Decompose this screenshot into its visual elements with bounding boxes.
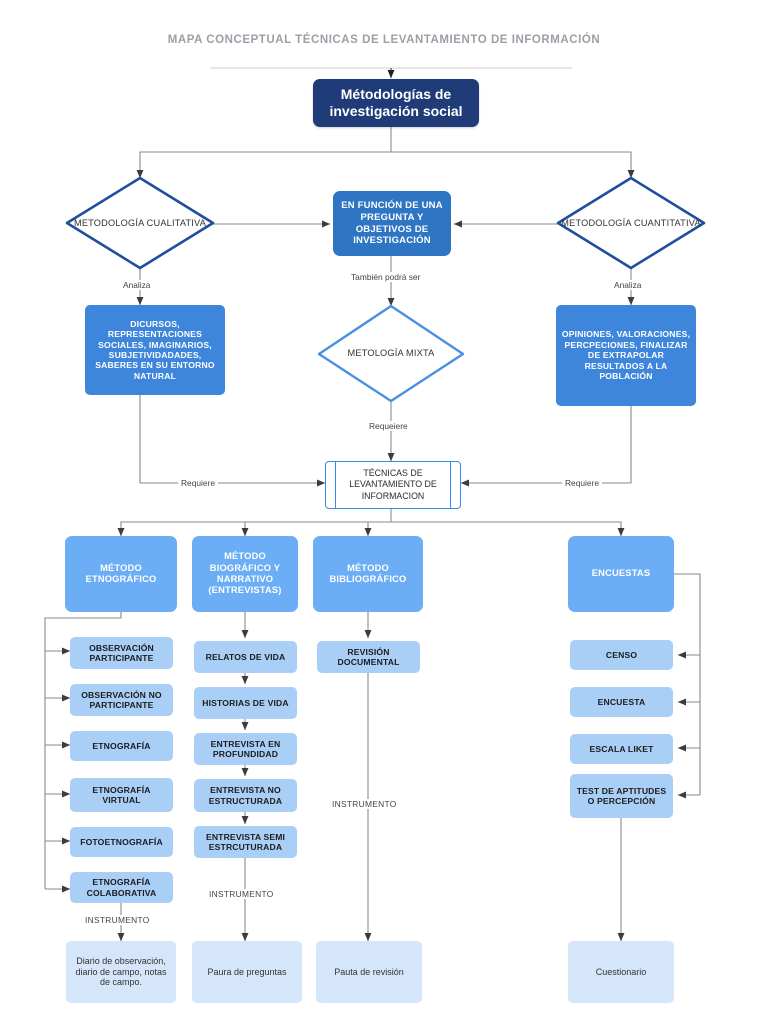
node-tecnicas-levantamiento[interactable]: TÉCNICAS DE LEVANTAMIENTO DE INFORMACION xyxy=(325,461,461,509)
edge-label-requiere-right: Requiere xyxy=(562,478,602,488)
node-metodo-bibliografico[interactable]: MÉTODO BIBLIOGRÁFICO xyxy=(313,536,423,612)
node-metodo-etnografico-label: MÉTODO ETNOGRÁFICO xyxy=(85,562,157,584)
node-analiza-cualitativa-label: DICURSOS, REPRESENTACIONES SOCIALES, IMA… xyxy=(95,318,215,381)
edge-label-requeiere: Requeiere xyxy=(366,421,411,431)
node-historias-de-vida[interactable]: HISTORIAS DE VIDA xyxy=(194,687,297,719)
edge-label-analiza-left: Analiza xyxy=(120,280,154,290)
node-metologia-mixta[interactable]: METOLOGÍA MIXTA xyxy=(319,306,463,401)
node-instrumento-pauta-preguntas-label: Paura de preguntas xyxy=(207,966,287,977)
node-relatos-de-vida[interactable]: RELATOS DE VIDA xyxy=(194,641,297,673)
node-fotoetnografia[interactable]: FOTOETNOGRAFÍA xyxy=(70,827,173,857)
node-instrumento-diario[interactable]: Diario de observación, diario de campo, … xyxy=(66,941,176,1003)
node-entrevista-no-estructurada[interactable]: ENTREVISTA NO ESTRUCTURADA xyxy=(194,779,297,812)
node-etnografia-colaborativa[interactable]: ETNOGRAFÍA COLABORATIVA xyxy=(70,872,173,903)
node-encuesta[interactable]: ENCUESTA xyxy=(570,687,673,717)
node-metodo-biografico[interactable]: MÉTODO BIOGRÁFICO Y NARRATIVO (ENTREVIST… xyxy=(192,536,298,612)
list-item-label: ESCALA LIKET xyxy=(589,743,654,754)
node-instrumento-pauta-revision-label: Pauta de revisión xyxy=(334,966,404,977)
node-encuestas-label: ENCUESTAS xyxy=(591,568,651,579)
node-instrumento-cuestionario-label: Cuestionario xyxy=(595,966,647,977)
node-observacion-no-participante[interactable]: OBSERVACIÓN NO PARTICIPANTE xyxy=(70,684,173,716)
node-analiza-cuantitativa[interactable]: OPINIONES, VALORACIONES, PERCPECIONES, F… xyxy=(556,305,696,406)
node-encuestas[interactable]: ENCUESTAS xyxy=(568,536,674,612)
list-item-label: ENTREVISTA EN PROFUNDIDAD xyxy=(210,738,281,759)
list-item-label: HISTORIAS DE VIDA xyxy=(202,697,289,708)
node-instrumento-cuestionario[interactable]: Cuestionario xyxy=(568,941,674,1003)
node-test-aptitudes[interactable]: TEST DE APTITUDES O PERCEPCIÓN xyxy=(570,774,673,818)
list-item-label: ETNOGRAFÍA COLABORATIVA xyxy=(86,877,157,898)
node-entrevista-semi-estructurada[interactable]: ENTREVISTA SEMI ESTRCUTURADA xyxy=(194,826,297,858)
list-item-label: CENSO xyxy=(605,649,638,660)
edge-label-requiere-left: Requiere xyxy=(178,478,218,488)
edge-label-instrumento-etnografico: INSTRUMENTO xyxy=(82,915,153,925)
edge-label-instrumento-biografico: INSTRUMENTO xyxy=(206,889,277,899)
node-analiza-cualitativa[interactable]: DICURSOS, REPRESENTACIONES SOCIALES, IMA… xyxy=(85,305,225,395)
node-metodologia-cualitativa[interactable]: METODOLOGÍA CUALITATIVA xyxy=(67,178,213,268)
node-tecnicas-levantamiento-label: TÉCNICAS DE LEVANTAMIENTO DE INFORMACION xyxy=(349,467,437,501)
node-revision-documental[interactable]: REVISIÓN DOCUMENTAL xyxy=(317,641,420,673)
node-entrevista-en-profundidad[interactable]: ENTREVISTA EN PROFUNDIDAD xyxy=(194,733,297,765)
list-item-label: ETNOGRAFÍA VIRTUAL xyxy=(92,784,151,805)
node-metodo-etnografico[interactable]: MÉTODO ETNOGRÁFICO xyxy=(65,536,177,612)
node-observacion-participante[interactable]: OBSERVACIÓN PARTICIPANTE xyxy=(70,637,173,669)
node-instrumento-diario-label: Diario de observación, diario de campo, … xyxy=(75,955,167,988)
edge-label-tambien-podra-ser: También podrá ser xyxy=(348,272,424,282)
node-metodologia-cuantitativa[interactable]: METODOLOGÍA CUANTITATIVA xyxy=(558,178,704,268)
node-metodo-bibliografico-label: MÉTODO BIBLIOGRÁFICO xyxy=(329,562,407,584)
node-analiza-cuantitativa-label: OPINIONES, VALORACIONES, PERCPECIONES, F… xyxy=(561,329,691,382)
node-en-funcion-pregunta-label: EN FUNCIÓN DE UNA PREGUNTA Y OBJETIVOS D… xyxy=(341,200,443,247)
list-item-label: ENCUESTA xyxy=(597,696,646,707)
node-metologia-mixta-label: METOLOGÍA MIXTA xyxy=(347,348,435,359)
list-item-label: ETNOGRAFÍA xyxy=(92,740,151,751)
node-metodo-biografico-label: MÉTODO BIOGRÁFICO Y NARRATIVO (ENTREVIST… xyxy=(208,551,282,596)
list-item-label: OBSERVACIÓN NO PARTICIPANTE xyxy=(81,689,162,710)
list-item-label: REVISIÓN DOCUMENTAL xyxy=(337,646,400,667)
list-item-label: ENTREVISTA NO ESTRUCTURADA xyxy=(208,785,283,806)
node-etnografia[interactable]: ETNOGRAFÍA xyxy=(70,731,173,761)
node-instrumento-pauta-revision[interactable]: Pauta de revisión xyxy=(316,941,422,1003)
node-en-funcion-pregunta[interactable]: EN FUNCIÓN DE UNA PREGUNTA Y OBJETIVOS D… xyxy=(333,191,451,256)
list-item-label: TEST DE APTITUDES O PERCEPCIÓN xyxy=(576,785,667,806)
list-item-label: ENTREVISTA SEMI ESTRCUTURADA xyxy=(205,831,286,852)
list-item-label: FOTOETNOGRAFÍA xyxy=(80,836,163,847)
node-instrumento-pauta-preguntas[interactable]: Paura de preguntas xyxy=(192,941,302,1003)
node-metodologia-cualitativa-label: METODOLOGÍA CUALITATIVA xyxy=(73,217,207,228)
node-censo[interactable]: CENSO xyxy=(570,640,673,670)
page-title: MAPA CONCEPTUAL TÉCNICAS DE LEVANTAMIENT… xyxy=(167,34,601,46)
list-item-label: RELATOS DE VIDA xyxy=(205,651,286,662)
node-root-label: Métodologías de investigación social xyxy=(329,85,463,119)
node-root[interactable]: Métodologías de investigación social xyxy=(313,79,479,127)
list-item-label: OBSERVACIÓN PARTICIPANTE xyxy=(89,642,154,663)
node-escala-liket[interactable]: ESCALA LIKET xyxy=(570,734,673,764)
node-metodologia-cuantitativa-label: METODOLOGÍA CUANTITATIVA xyxy=(561,217,701,228)
node-etnografia-virtual[interactable]: ETNOGRAFÍA VIRTUAL xyxy=(70,778,173,812)
edge-label-analiza-right: Analiza xyxy=(611,280,645,290)
edge-label-instrumento-bibliografico: INSTRUMENTO xyxy=(329,799,400,809)
